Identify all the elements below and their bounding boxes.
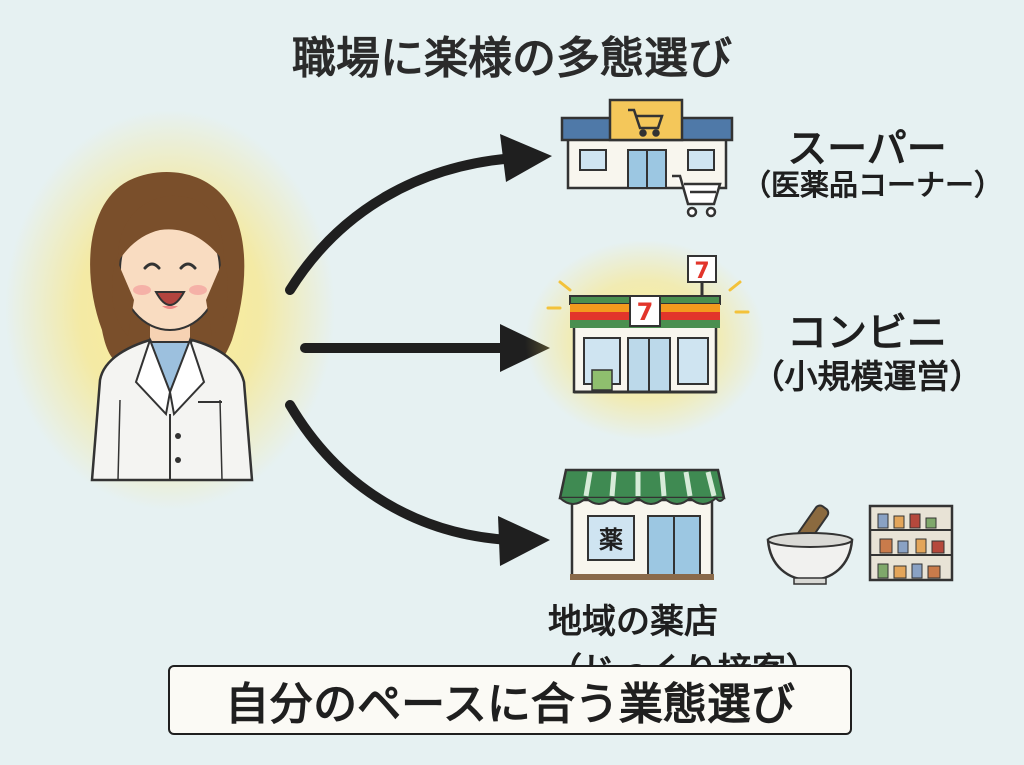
shopping-cart-icon	[628, 108, 664, 137]
seven-sign-main: 7	[637, 298, 654, 326]
arrow-to-supermarket	[285, 134, 552, 295]
seven-sign-pole: 7	[694, 259, 709, 284]
diagram-title: 職場に楽様の多態選び	[292, 33, 732, 84]
conclusion-box: 自分のペースに合う業態選び	[168, 665, 852, 735]
pharmacist-figure	[5, 110, 335, 510]
convenience-store-building: 7 7	[525, 240, 765, 440]
supermarket-detail: （医薬品コーナー）	[742, 168, 1004, 202]
arrow-to-local-pharmacy	[285, 400, 550, 566]
local-pharmacy-building: 薬	[558, 468, 726, 580]
local-pharmacy-name: 地域の薬店	[548, 602, 718, 642]
mortar-and-pestle-icon	[766, 504, 854, 585]
supermarket-building	[560, 98, 734, 218]
shopping-cart-icon	[672, 174, 722, 218]
medicine-shelf-icon	[868, 504, 954, 582]
convenience-store-label: コンビニ	[787, 310, 947, 356]
conclusion-text: 自分のペースに合う業態選び	[225, 679, 795, 730]
supermarket-label: スーパー	[787, 126, 947, 172]
arrow-to-convenience-store	[300, 324, 550, 372]
pharmacy-sign: 薬	[599, 526, 623, 554]
convenience-store-detail: （小規模運営）	[751, 357, 983, 396]
